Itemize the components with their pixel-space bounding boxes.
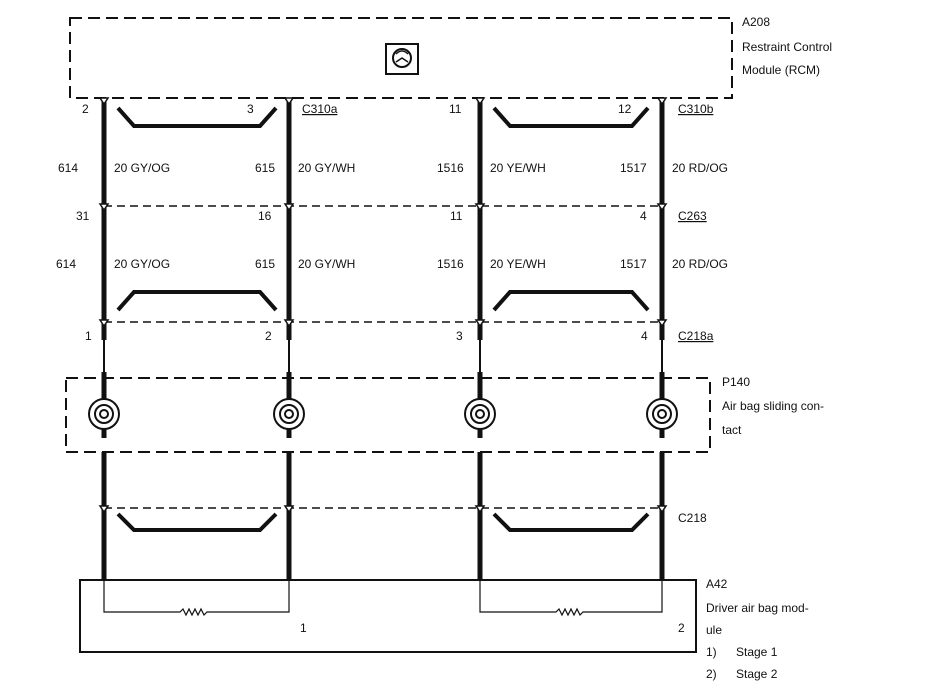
clockspring-box [65, 377, 711, 453]
pin-top-3: 11 [449, 102, 462, 116]
upper-spec-3: 20 YE/WH [490, 161, 546, 175]
clockspring-id: P140 [722, 375, 750, 389]
legend-item1-text: Stage 1 [736, 645, 778, 659]
lower-circuit-4: 1517 [620, 257, 647, 271]
bracket-bottom-left [116, 512, 278, 532]
resistor-stage-2 [479, 580, 663, 617]
connector-c310a: C310a [302, 102, 338, 116]
airbag-id: A42 [706, 577, 728, 591]
legend-item2-text: Stage 2 [736, 667, 778, 681]
clockspring-label-line2: tact [722, 423, 742, 437]
bracket-bottom-right [492, 512, 650, 532]
rcm-label-line2: Module (RCM) [742, 63, 820, 77]
upper-spec-2: 20 GY/WH [298, 161, 355, 175]
pin-c218a-3: 3 [456, 329, 463, 343]
airbag-pin-2: 2 [678, 621, 685, 635]
pin-c263-1: 31 [76, 209, 90, 223]
stage-resistors [103, 580, 663, 617]
lower-spec-1: 20 GY/OG [114, 257, 170, 271]
lower-circuit-1: 614 [56, 257, 76, 271]
upper-circuit-4: 1517 [620, 161, 647, 175]
coil-icon-2 [273, 398, 305, 430]
coil-icon-4 [646, 398, 678, 430]
pin-c263-4: 4 [640, 209, 647, 223]
pin-top-1: 2 [82, 102, 89, 116]
connector-c218a: C218a [678, 329, 714, 343]
connector-lines [104, 205, 662, 509]
pin-c218a-2: 2 [265, 329, 272, 343]
pin-c218a-1: 1 [85, 329, 92, 343]
bracket-mid-right [492, 290, 650, 312]
coil-icon-3 [464, 398, 496, 430]
lower-circuit-2: 615 [255, 257, 275, 271]
upper-circuit-2: 615 [255, 161, 275, 175]
upper-circuit-1: 614 [58, 161, 78, 175]
clockspring-label-line1: Air bag sliding con- [722, 399, 824, 413]
airbag-pin-1: 1 [300, 621, 307, 635]
pin-c263-3: 11 [450, 209, 463, 223]
connector-c310b: C310b [678, 102, 714, 116]
resistor-stage-1 [103, 580, 290, 617]
upper-spec-1: 20 GY/OG [114, 161, 170, 175]
pin-top-2: 3 [247, 102, 254, 116]
rcm-label-line1: Restraint Control [742, 40, 832, 54]
airbag-label-line2: ule [706, 623, 722, 637]
legend-item1-num: 1) [706, 645, 717, 659]
lower-circuit-3: 1516 [437, 257, 464, 271]
pin-c218a-4: 4 [641, 329, 648, 343]
coil-icon-1 [88, 398, 120, 430]
connector-c263: C263 [678, 209, 707, 223]
clockspring-contact-icons [88, 398, 678, 430]
wire-breaks [100, 340, 666, 452]
rcm-id: A208 [742, 15, 770, 29]
bracket-top-right [492, 106, 650, 128]
wire-thin-segments [103, 340, 663, 372]
legend-item2-num: 2) [706, 667, 717, 681]
rcm-symbol-icon [385, 43, 419, 75]
lower-spec-2: 20 GY/WH [298, 257, 355, 271]
connector-c218: C218 [678, 511, 707, 525]
lower-spec-4: 20 RD/OG [672, 257, 728, 271]
pin-c263-2: 16 [258, 209, 272, 223]
upper-circuit-3: 1516 [437, 161, 464, 175]
bracket-top-left [116, 106, 278, 128]
airbag-module-box [79, 579, 697, 653]
pin-markers [98, 97, 668, 514]
lower-spec-3: 20 YE/WH [490, 257, 546, 271]
twisted-pair-brackets [116, 106, 650, 532]
upper-spec-4: 20 RD/OG [672, 161, 728, 175]
pin-top-4: 12 [618, 102, 632, 116]
airbag-label-line1: Driver air bag mod- [706, 601, 809, 615]
bracket-mid-left [116, 290, 278, 312]
rcm-module-box [69, 17, 733, 99]
